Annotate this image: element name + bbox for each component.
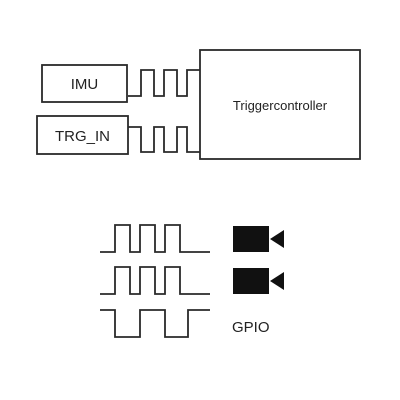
trigger-controller-box [199, 49, 361, 160]
trg-in-label: TRG_IN [55, 128, 110, 145]
video-camera-icon [233, 226, 284, 252]
trigger-controller-label: Triggercontroller [233, 98, 328, 113]
imu-block: IMU [41, 64, 128, 103]
imu-label: IMU [71, 76, 99, 93]
camera-1-signal-wave [100, 224, 210, 253]
video-camera-icon [233, 268, 284, 294]
gpio-signal-wave [100, 309, 210, 338]
camera-2-signal-wave [100, 266, 210, 295]
trg-in-box [36, 115, 129, 155]
imu-signal-wave [128, 69, 200, 97]
imu-box [41, 64, 128, 103]
trigger-controller-block: Triggercontroller [199, 49, 361, 160]
trg-in-signal-wave [128, 126, 200, 153]
trg-in-block: TRG_IN [36, 115, 129, 155]
gpio-label: GPIO [232, 319, 270, 336]
